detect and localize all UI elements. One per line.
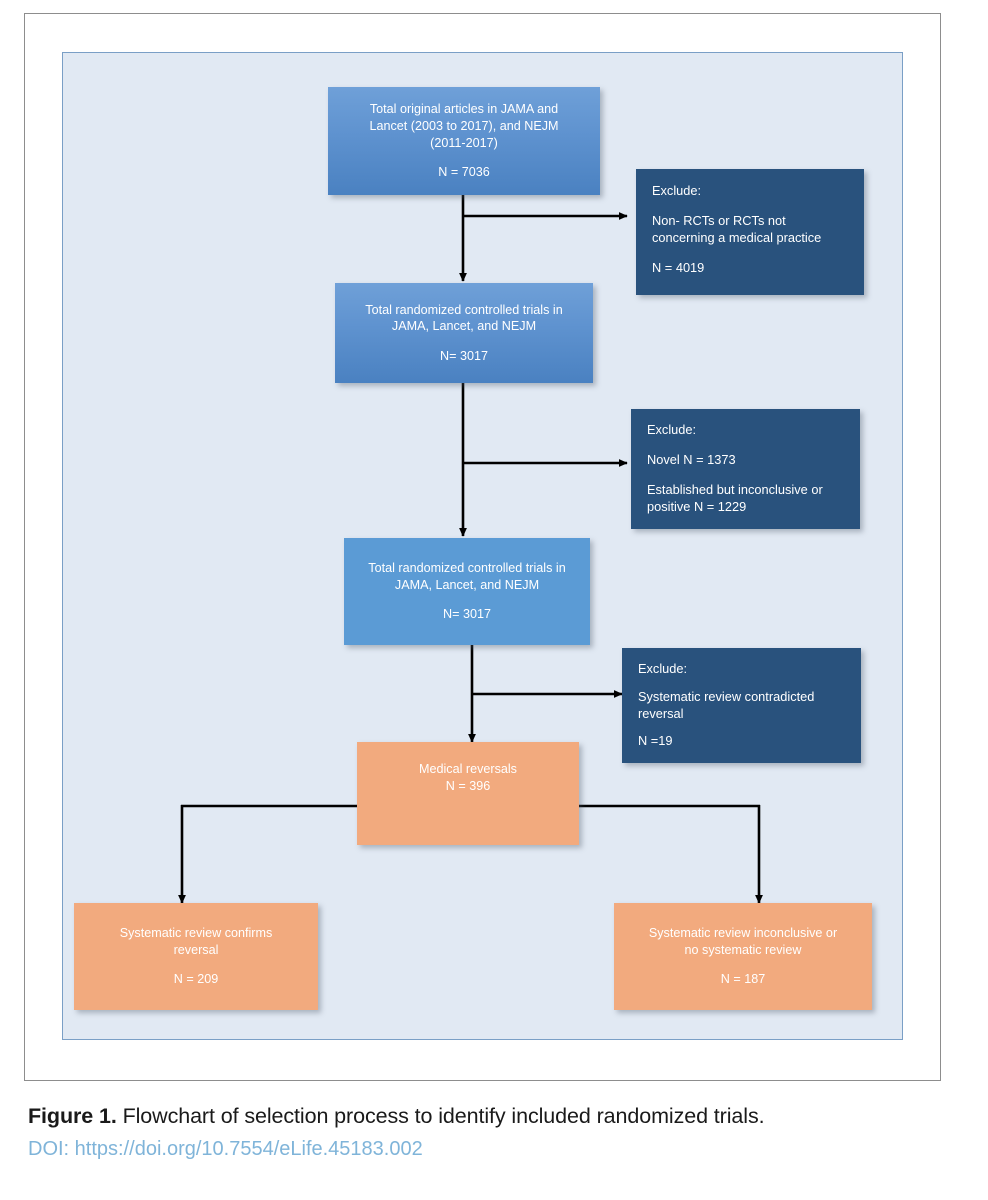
node-line: Total original articles in JAMA and bbox=[369, 102, 559, 117]
node-medical-reversals[interactable]: Medical reversals N = 396 bbox=[357, 742, 579, 845]
node-line: Total randomized controlled trials in bbox=[368, 561, 566, 576]
spacer bbox=[349, 335, 579, 348]
node-exclude-contradicted[interactable]: Exclude: Systematic review contradicted … bbox=[622, 648, 861, 763]
node-count: N= 3017 bbox=[440, 348, 488, 363]
node-count: N =19 bbox=[638, 733, 673, 749]
caption-doi-link[interactable]: DOI: https://doi.org/10.7554/eLife.45183… bbox=[28, 1138, 423, 1160]
node-total-rct-2[interactable]: Total randomized controlled trials in JA… bbox=[344, 538, 590, 645]
spacer bbox=[342, 151, 586, 164]
node-line: Lancet (2003 to 2017), and NEJM bbox=[369, 118, 559, 133]
node-line: concerning a medical practice bbox=[652, 229, 822, 245]
node-count: N = 396 bbox=[445, 778, 491, 793]
spacer bbox=[628, 958, 858, 971]
node-line: Total randomized controlled trials in bbox=[365, 302, 563, 317]
node-line: Medical reversals bbox=[419, 762, 517, 776]
node-count: N = 187 bbox=[720, 972, 766, 987]
node-count: N = 209 bbox=[173, 972, 219, 987]
node-line: JAMA, Lancet, and NEJM bbox=[394, 577, 540, 592]
node-line: (2011-2017) bbox=[430, 135, 498, 150]
spacer bbox=[652, 247, 848, 260]
node-line: Established but inconclusive or bbox=[647, 481, 823, 497]
caption-body: Flowchart of selection process to identi… bbox=[116, 1104, 765, 1128]
node-line: Novel N = 1373 bbox=[647, 451, 736, 467]
caption-label: Figure 1. bbox=[28, 1104, 117, 1128]
spacer bbox=[358, 593, 576, 606]
node-header: Exclude: bbox=[647, 422, 697, 437]
node-line: positive N = 1229 bbox=[647, 498, 747, 514]
node-header: Exclude: bbox=[652, 183, 702, 198]
node-line: Systematic review inconclusive or bbox=[648, 926, 838, 941]
node-line: Non- RCTs or RCTs not bbox=[652, 212, 786, 228]
spacer bbox=[652, 200, 848, 213]
node-count: N = 4019 bbox=[652, 259, 705, 275]
spacer bbox=[638, 678, 845, 689]
spacer bbox=[638, 722, 845, 733]
node-count: N = 7036 bbox=[438, 165, 490, 180]
node-count: N= 3017 bbox=[443, 607, 491, 622]
node-line: reversal bbox=[638, 705, 684, 721]
caption-line: Figure 1. Flowchart of selection process… bbox=[28, 1104, 958, 1129]
node-review-inconclusive[interactable]: Systematic review inconclusive or no sys… bbox=[614, 903, 872, 1010]
node-header: Exclude: bbox=[638, 661, 688, 676]
node-line: Systematic review contradicted bbox=[638, 688, 815, 704]
node-total-articles[interactable]: Total original articles in JAMA and Lanc… bbox=[328, 87, 600, 195]
spacer bbox=[647, 439, 844, 452]
node-total-rct-1[interactable]: Total randomized controlled trials in JA… bbox=[335, 283, 593, 383]
node-line: Systematic review confirms bbox=[119, 926, 273, 941]
node-exclude-non-rct[interactable]: Exclude: Non- RCTs or RCTs not concernin… bbox=[636, 169, 864, 295]
node-line: reversal bbox=[173, 942, 219, 957]
node-exclude-novel-established[interactable]: Exclude: Novel N = 1373 Established but … bbox=[631, 409, 860, 529]
node-review-confirms[interactable]: Systematic review confirms reversal N = … bbox=[74, 903, 318, 1010]
spacer bbox=[647, 469, 844, 482]
node-line: no systematic review bbox=[684, 942, 802, 957]
spacer bbox=[88, 958, 304, 971]
figure-caption: Figure 1. Flowchart of selection process… bbox=[28, 1104, 958, 1161]
node-line: JAMA, Lancet, and NEJM bbox=[391, 319, 537, 334]
